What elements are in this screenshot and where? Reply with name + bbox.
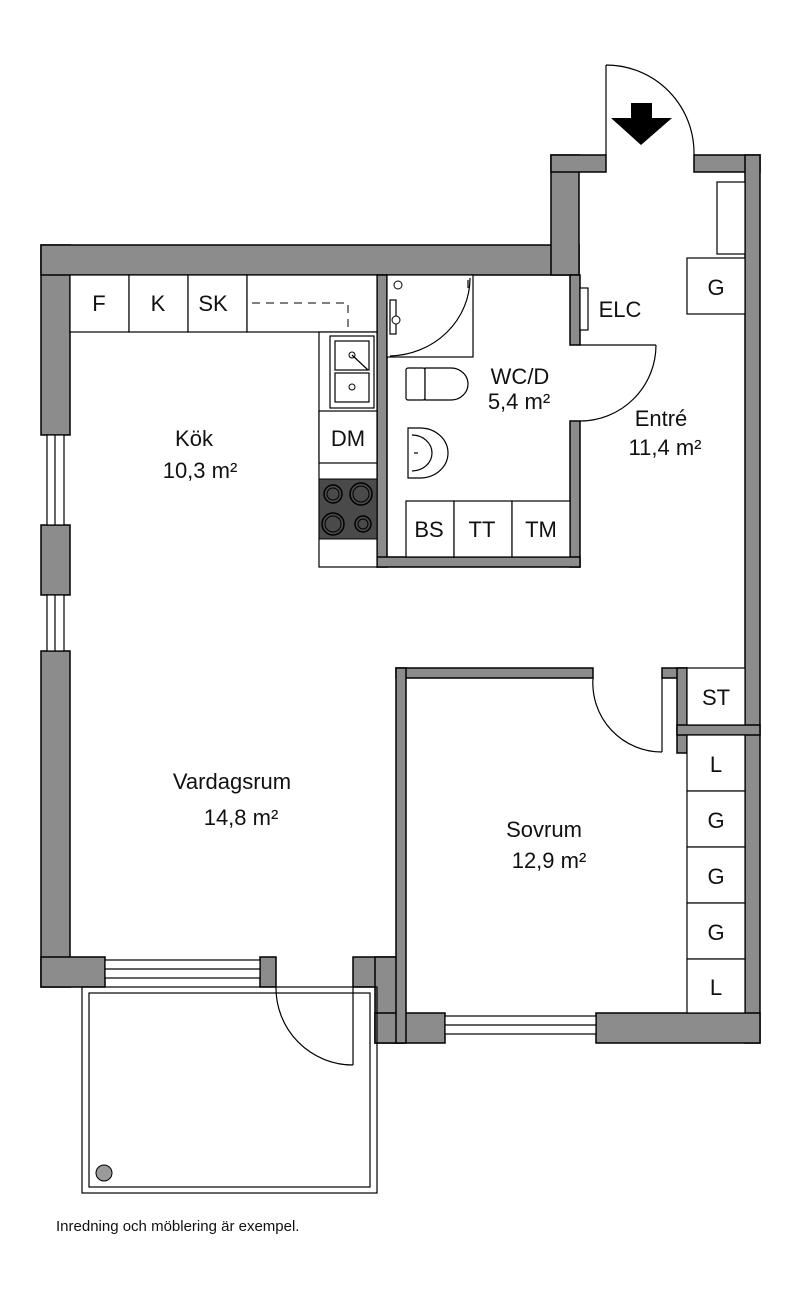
closet-label-5: L <box>710 975 722 1000</box>
g-entre-label: G <box>707 275 724 300</box>
dishwasher-label: DM <box>331 426 365 451</box>
wall-wc-left <box>376 274 388 568</box>
wall-left-upper <box>40 244 71 436</box>
vardagsrum-name: Vardagsrum <box>173 769 291 794</box>
wall-bottom-right-a <box>374 1012 446 1044</box>
wall-left-middle <box>40 524 71 596</box>
balcony-door <box>275 986 354 1066</box>
freezer-label: K <box>151 291 166 316</box>
sovrum-area: 12,9 m² <box>512 848 587 873</box>
washbasin-icon <box>407 427 449 479</box>
wall-step-vertical <box>550 154 580 276</box>
wall-top-entry-left <box>550 154 607 173</box>
closet-label-4: G <box>707 920 724 945</box>
st-closet <box>686 667 746 726</box>
entrance-arrow-icon <box>611 103 672 145</box>
tt-label: TT <box>469 517 496 542</box>
wall-top-left <box>40 244 580 276</box>
tm-label: TM <box>525 517 557 542</box>
entre-name: Entré <box>635 406 688 431</box>
closet-label-2: G <box>707 808 724 833</box>
wall-wc-bottom <box>376 556 581 568</box>
wc-area: 5,4 m² <box>488 389 550 414</box>
wall-left-lower <box>40 650 71 988</box>
wc-name: WC/D <box>491 364 550 389</box>
wall-bottom-left-b <box>259 956 277 988</box>
wall-bottom-left-a <box>40 956 106 988</box>
window-left-lower <box>46 594 65 652</box>
entrance-door <box>605 64 695 156</box>
shower-icon <box>386 274 474 358</box>
wardrobe-column <box>686 734 746 1014</box>
closet-label-1: L <box>710 752 722 777</box>
laundry-row <box>405 500 571 558</box>
wall-right <box>744 154 761 1044</box>
balcony <box>81 986 378 1194</box>
vardagsrum-area: 14,8 m² <box>204 805 279 830</box>
sovrum-door <box>592 677 663 753</box>
wall-sovrum-right <box>676 667 688 754</box>
wall-wc-right-lower <box>569 420 581 568</box>
sovrum-name: Sovrum <box>506 817 582 842</box>
sink-icon <box>329 335 375 409</box>
wc-door <box>579 344 657 422</box>
elc-panel <box>579 287 589 331</box>
wall-st-bottom <box>676 724 761 736</box>
wall-sovrum-left <box>395 667 407 1044</box>
window-sovrum <box>444 1015 597 1035</box>
wall-bottom-right-b <box>595 1012 761 1044</box>
window-left-upper <box>46 434 65 526</box>
kok-name: Kök <box>175 426 214 451</box>
kitchen-top-row <box>69 274 378 333</box>
fridge-label: F <box>92 291 105 316</box>
cabinet-label: SK <box>198 291 228 316</box>
entry-shelf <box>686 181 746 315</box>
wall-sovrum-top-a <box>395 667 594 679</box>
disclaimer-note: Inredning och möblering är exempel. <box>56 1218 300 1235</box>
elc-label: ELC <box>599 297 642 322</box>
dishwasher-box <box>318 410 378 464</box>
stove-icon <box>318 478 378 540</box>
wall-wc-right-upper <box>569 274 581 346</box>
entre-area: 11,4 m² <box>629 435 702 460</box>
closet-label-3: G <box>707 864 724 889</box>
bs-label: BS <box>414 517 443 542</box>
toilet-icon <box>405 367 469 401</box>
kok-area: 10,3 m² <box>163 458 238 483</box>
st-label: ST <box>702 685 730 710</box>
window-vardagsrum <box>104 959 261 979</box>
